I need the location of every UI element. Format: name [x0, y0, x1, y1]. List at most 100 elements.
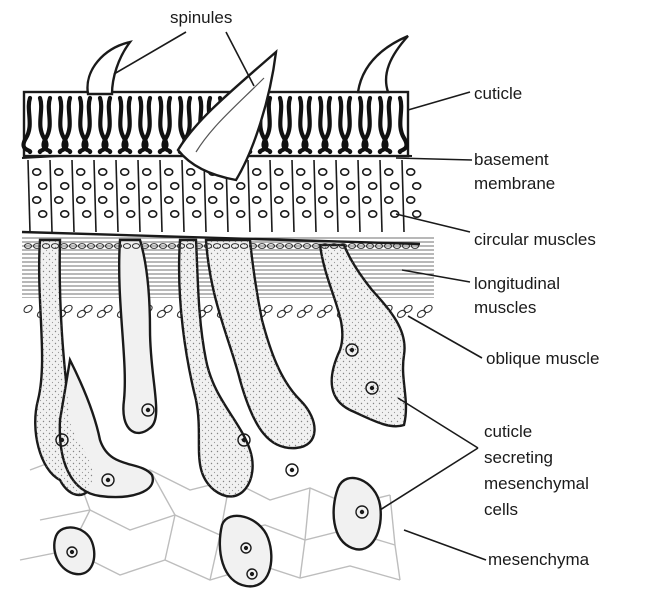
- epithelial-cell-wall: [116, 160, 118, 232]
- epithelial-vesicle: [237, 211, 245, 217]
- epithelial-cell-wall: [248, 160, 250, 232]
- label-basement-line-2: membrane: [474, 172, 555, 195]
- epithelial-vesicle: [275, 169, 283, 175]
- epithelial-vesicle: [215, 211, 223, 217]
- epithelial-vesicle: [121, 197, 129, 203]
- epithelial-vesicle: [303, 211, 311, 217]
- oblique-muscle-fiber: [283, 304, 294, 314]
- epithelial-vesicle: [149, 211, 157, 217]
- epithelial-vesicle: [143, 169, 151, 175]
- epithelial-vesicle: [143, 197, 151, 203]
- epithelial-vesicle: [55, 169, 63, 175]
- epithelial-vesicle: [193, 211, 201, 217]
- epithelial-cell-wall: [72, 160, 74, 232]
- epithelial-vesicle: [61, 183, 69, 189]
- oblique-muscle-fiber: [416, 309, 427, 319]
- oblique-muscle-fiber: [276, 309, 287, 319]
- epithelial-vesicle: [209, 197, 217, 203]
- epithelial-vesicle: [275, 197, 283, 203]
- epithelial-cell-wall: [270, 160, 272, 232]
- epithelial-vesicle: [99, 169, 107, 175]
- epithelial-vesicle: [105, 211, 113, 217]
- label-spinules: spinules: [170, 6, 232, 29]
- epithelial-vesicle: [55, 197, 63, 203]
- epithelial-vesicle: [171, 211, 179, 217]
- epithelial-vesicle: [61, 211, 69, 217]
- epithelial-vesicle: [407, 197, 415, 203]
- epithelial-cell-wall: [28, 160, 30, 232]
- epithelial-vesicle: [319, 169, 327, 175]
- oblique-muscle-fiber: [23, 304, 34, 314]
- epithelial-cell-wall: [336, 160, 338, 232]
- epithelial-vesicle: [253, 169, 261, 175]
- label-cuticle-secreting-line-2: secreting: [484, 446, 553, 469]
- oblique-muscle-fiber: [83, 304, 94, 314]
- epithelial-vesicle: [83, 183, 91, 189]
- epithelial-vesicle: [385, 197, 393, 203]
- epithelial-cell-wall: [94, 160, 96, 232]
- epithelial-cell-wall: [380, 160, 382, 232]
- epithelial-vesicle: [413, 211, 421, 217]
- oblique-muscle-fiber: [403, 304, 414, 314]
- epithelial-vesicle: [77, 169, 85, 175]
- oblique-muscle-fiber: [396, 309, 407, 319]
- oblique-muscle-fiber: [296, 309, 307, 319]
- oblique-muscle-fiber: [96, 309, 107, 319]
- oblique-muscle-fiber: [76, 309, 87, 319]
- epithelial-vesicle: [391, 183, 399, 189]
- epithelial-vesicle: [83, 211, 91, 217]
- oblique-muscle-fiber: [423, 304, 434, 314]
- epithelial-vesicle: [297, 169, 305, 175]
- epithelial-vesicle: [165, 169, 173, 175]
- label-longitudinal-line-2: muscles: [474, 296, 536, 319]
- epithelial-vesicle: [237, 183, 245, 189]
- epithelial-vesicle: [369, 183, 377, 189]
- epithelial-vesicle: [259, 183, 267, 189]
- epithelial-vesicle: [39, 211, 47, 217]
- oblique-muscle-fiber: [103, 304, 114, 314]
- epithelial-vesicle: [39, 183, 47, 189]
- epithelial-vesicle: [253, 197, 261, 203]
- label-cuticle-secreting-line-1: cuticle: [484, 420, 532, 443]
- epithelial-vesicle: [347, 211, 355, 217]
- epithelial-vesicle: [33, 197, 41, 203]
- epithelial-vesicle: [165, 197, 173, 203]
- label-cuticle-secreting-line-4: cells: [484, 498, 518, 521]
- epithelial-vesicle: [127, 211, 135, 217]
- oblique-muscle-fiber: [203, 304, 214, 314]
- epithelial-vesicle: [407, 169, 415, 175]
- label-oblique-muscle: oblique muscle: [486, 347, 599, 370]
- epithelial-vesicle: [385, 169, 393, 175]
- epithelial-vesicle: [187, 197, 195, 203]
- oblique-muscle-fiber: [63, 304, 74, 314]
- epithelial-vesicle: [363, 169, 371, 175]
- epithelial-vesicle: [127, 183, 135, 189]
- epithelial-vesicle: [369, 211, 377, 217]
- label-basement-line-1: basement: [474, 148, 549, 171]
- epithelial-vesicle: [319, 197, 327, 203]
- epithelial-vesicle: [121, 169, 129, 175]
- epithelial-vesicle: [77, 197, 85, 203]
- epithelial-cell-wall: [314, 160, 316, 232]
- epithelial-cell-wall: [358, 160, 360, 232]
- epithelial-cell-wall: [292, 160, 294, 232]
- epithelial-cell-wall: [402, 160, 404, 232]
- epithelial-vesicle: [347, 183, 355, 189]
- epithelial-vesicle: [297, 197, 305, 203]
- epithelial-vesicle: [341, 197, 349, 203]
- epithelial-vesicle: [413, 183, 421, 189]
- epithelial-vesicle: [149, 183, 157, 189]
- oblique-muscle-fiber: [323, 304, 334, 314]
- label-longitudinal-line-1: longitudinal: [474, 272, 560, 295]
- oblique-muscle-fiber: [316, 309, 327, 319]
- label-mesenchyma: mesenchyma: [488, 548, 589, 571]
- oblique-muscle-fiber: [163, 304, 174, 314]
- epithelial-vesicle: [105, 183, 113, 189]
- epithelial-cell-wall: [50, 160, 52, 232]
- label-cuticle: cuticle: [474, 82, 522, 105]
- epithelial-vesicle: [303, 183, 311, 189]
- epithelial-cell-wall: [182, 160, 184, 232]
- oblique-muscle-fiber: [156, 309, 167, 319]
